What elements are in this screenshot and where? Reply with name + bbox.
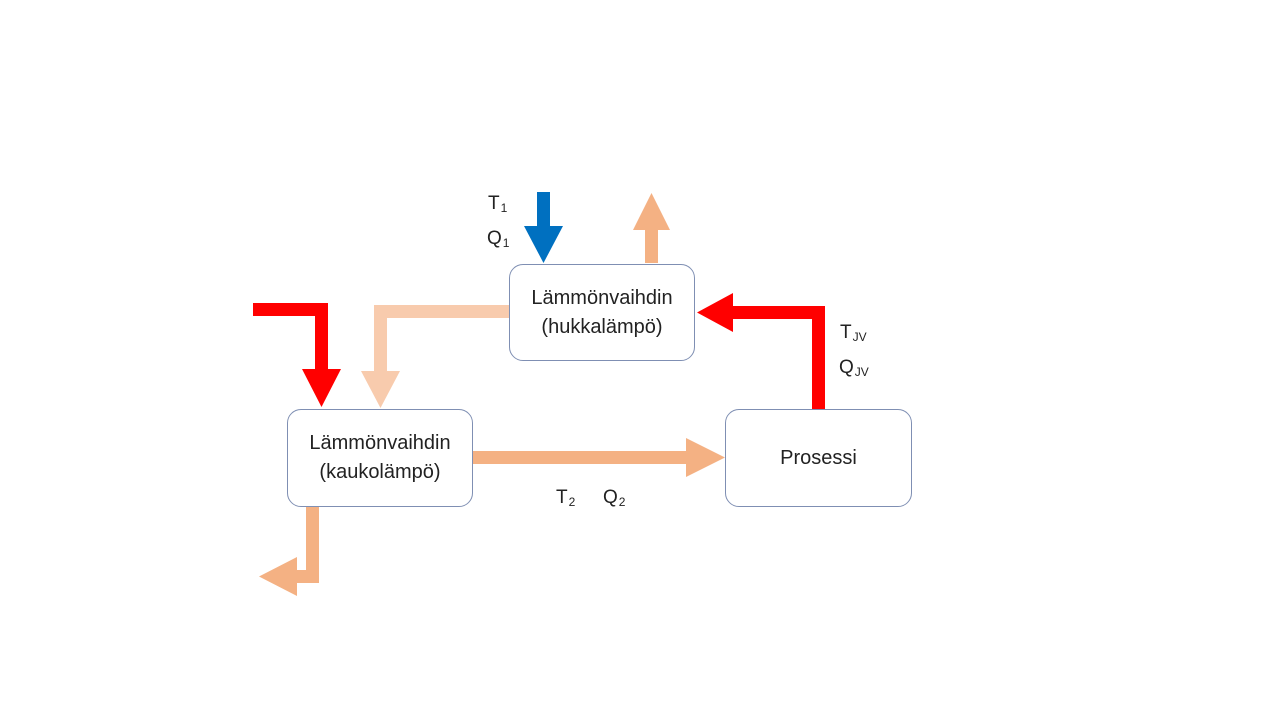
heat-exchanger-district-heat-box: Lämmönvaihdin (kaukolämpö)	[287, 409, 473, 507]
tjv-label: TJV	[840, 322, 867, 344]
light-warm-transfer-arrow	[361, 305, 510, 408]
cold-inflow-arrow	[524, 192, 563, 263]
warm-outflow-arrow-down	[259, 507, 319, 596]
warm-supply-arrow	[470, 438, 725, 477]
heat-exchanger-waste-heat-box: Lämmönvaihdin (hukkalämpö)	[509, 264, 695, 361]
t2-label: T2	[556, 487, 576, 509]
district-heat-inflow-arrow	[253, 303, 341, 407]
heat-exchanger-waste-heat-title: Lämmönvaihdin	[531, 286, 673, 309]
q1-label: Q1	[487, 228, 510, 250]
heat-exchanger-waste-heat-subtitle: (hukkalämpö)	[541, 315, 663, 338]
t1-label: T1	[488, 193, 508, 215]
qjv-label: QJV	[839, 357, 869, 379]
warm-outflow-arrow-up	[633, 193, 670, 263]
process-box: Prosessi	[725, 409, 912, 507]
heat-exchanger-district-heat-title: Lämmönvaihdin	[309, 432, 451, 454]
heat-exchanger-district-heat-subtitle: (kaukolämpö)	[319, 461, 441, 483]
q2-label: Q2	[603, 487, 626, 509]
process-label: Prosessi	[780, 446, 857, 469]
hot-return-arrow	[697, 293, 825, 409]
